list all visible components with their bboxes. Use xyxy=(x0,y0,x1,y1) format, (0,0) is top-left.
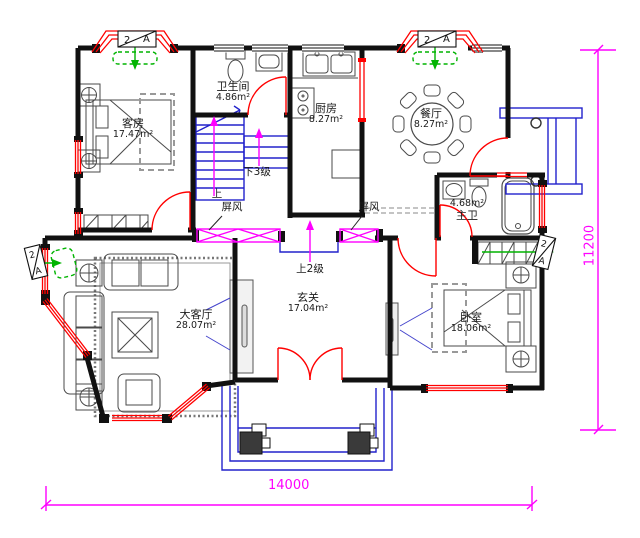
room-area: 4.68m² xyxy=(449,198,485,209)
room-label-guest-room: 客房 17.47m² xyxy=(112,117,154,141)
screen-text: 屏风 xyxy=(358,201,380,213)
dimension-right xyxy=(580,44,616,435)
room-area: 18.06m² xyxy=(450,323,492,335)
label-leader-lines-blue xyxy=(205,297,433,351)
screens-and-dimensions xyxy=(40,44,616,511)
tag-letter: A xyxy=(34,266,43,277)
window-bedroom-bottom xyxy=(426,384,508,392)
room-name: 餐厅 xyxy=(420,107,442,120)
room-name: 厨房 xyxy=(315,102,337,115)
bedroom-bed xyxy=(431,261,537,373)
room-area: 28.07m² xyxy=(175,320,217,332)
walls xyxy=(41,44,547,423)
tag-letter: A xyxy=(537,256,546,267)
room-area: 8.27m² xyxy=(413,119,449,131)
top-windows xyxy=(214,43,502,53)
toilet xyxy=(225,49,246,83)
porch-columns xyxy=(239,423,379,455)
kitchen-dining-opening xyxy=(358,58,366,122)
screen-label-left: 屏风 xyxy=(221,201,243,214)
door-guest-room xyxy=(151,191,191,231)
dining-table xyxy=(392,84,472,164)
screen-text: 屏风 xyxy=(221,201,243,213)
dimension-height-text: 11200 xyxy=(582,224,598,267)
foyer-step xyxy=(279,240,339,253)
dimension-height-label: 11200 xyxy=(583,224,598,268)
screen-partition-right xyxy=(339,228,379,243)
tag-letter: A xyxy=(143,34,150,45)
dimension-width-text: 14000 xyxy=(268,478,310,493)
stair-down-text: 下3级 xyxy=(243,166,271,178)
room-area: 17.47m² xyxy=(112,129,154,141)
door-master-bath xyxy=(439,204,473,238)
furniture-layer xyxy=(63,49,541,418)
entry-steps-label: 上2级 xyxy=(296,263,324,276)
tag-number: 2 xyxy=(124,35,130,46)
detail-tags: 2 A 2 A 2 A 2 A xyxy=(23,30,557,281)
washbasin xyxy=(255,51,283,72)
master-bath-fixtures xyxy=(442,177,535,235)
tag-number: 2 xyxy=(28,250,36,261)
tag-number: 2 xyxy=(424,35,430,46)
room-name: 玄关 xyxy=(296,291,319,304)
open-boundary-dashed xyxy=(365,207,437,214)
screen-partition-left xyxy=(196,228,281,243)
entry-steps-text: 上2级 xyxy=(296,263,324,275)
bedroom-closet xyxy=(477,241,541,265)
door-bedroom xyxy=(397,237,437,277)
door-entry-double xyxy=(277,347,343,381)
room-name: 客房 xyxy=(121,117,144,130)
room-area: 8.27m² xyxy=(308,114,344,126)
room-label-bathroom: 卫生间 4.86m² xyxy=(215,80,251,104)
room-name: 卧室 xyxy=(459,311,482,324)
tag-side-right: 2 A xyxy=(531,233,557,271)
stair-direction-arrows xyxy=(210,116,314,262)
tag-number: 2 xyxy=(540,239,548,250)
room-name: 主卫 xyxy=(456,208,478,222)
room-label-living-room: 大客厅 28.07m² xyxy=(175,308,217,332)
room-name: 卫生间 xyxy=(216,80,250,93)
window-master-bath-right xyxy=(497,172,546,228)
tag-side-left: 2 A xyxy=(23,243,49,281)
dimension-bottom xyxy=(40,486,538,511)
screen-label-right: 屏风 xyxy=(358,201,380,214)
tag-letter: A xyxy=(443,34,450,45)
window-guest-left xyxy=(74,140,82,234)
tag-bay-left: 2 A xyxy=(117,30,157,48)
room-label-kitchen: 厨房 8.27m² xyxy=(308,102,344,126)
tag-bay-right: 2 A xyxy=(417,30,457,48)
dimension-width-label: 14000 xyxy=(268,478,309,493)
room-label-dining-room: 餐厅 8.27m² xyxy=(413,107,449,131)
room-area: 17.04m² xyxy=(287,303,329,315)
window-bay-diagonals xyxy=(42,298,211,422)
door-dining-side xyxy=(469,137,509,177)
windows-and-doors xyxy=(41,30,546,422)
stair-and-porch-layer xyxy=(195,105,583,471)
interior-staircase xyxy=(195,105,291,201)
room-label-master-bath: 4.68m² 主卫 xyxy=(449,198,485,222)
room-label-bedroom: 卧室 18.06m² xyxy=(450,311,492,335)
guest-bed xyxy=(77,83,175,173)
room-name: 大客厅 xyxy=(179,308,213,321)
room-label-foyer: 玄关 17.04m² xyxy=(287,291,329,315)
room-area: 4.86m² xyxy=(215,92,251,104)
label-leaders xyxy=(208,215,363,231)
living-room-furniture xyxy=(63,253,237,418)
door-bathroom xyxy=(247,76,287,116)
stair-up-text: 上 xyxy=(211,188,223,200)
stair-up-label: 上 xyxy=(211,188,223,201)
stair-down-label: 下3级 xyxy=(243,166,271,179)
